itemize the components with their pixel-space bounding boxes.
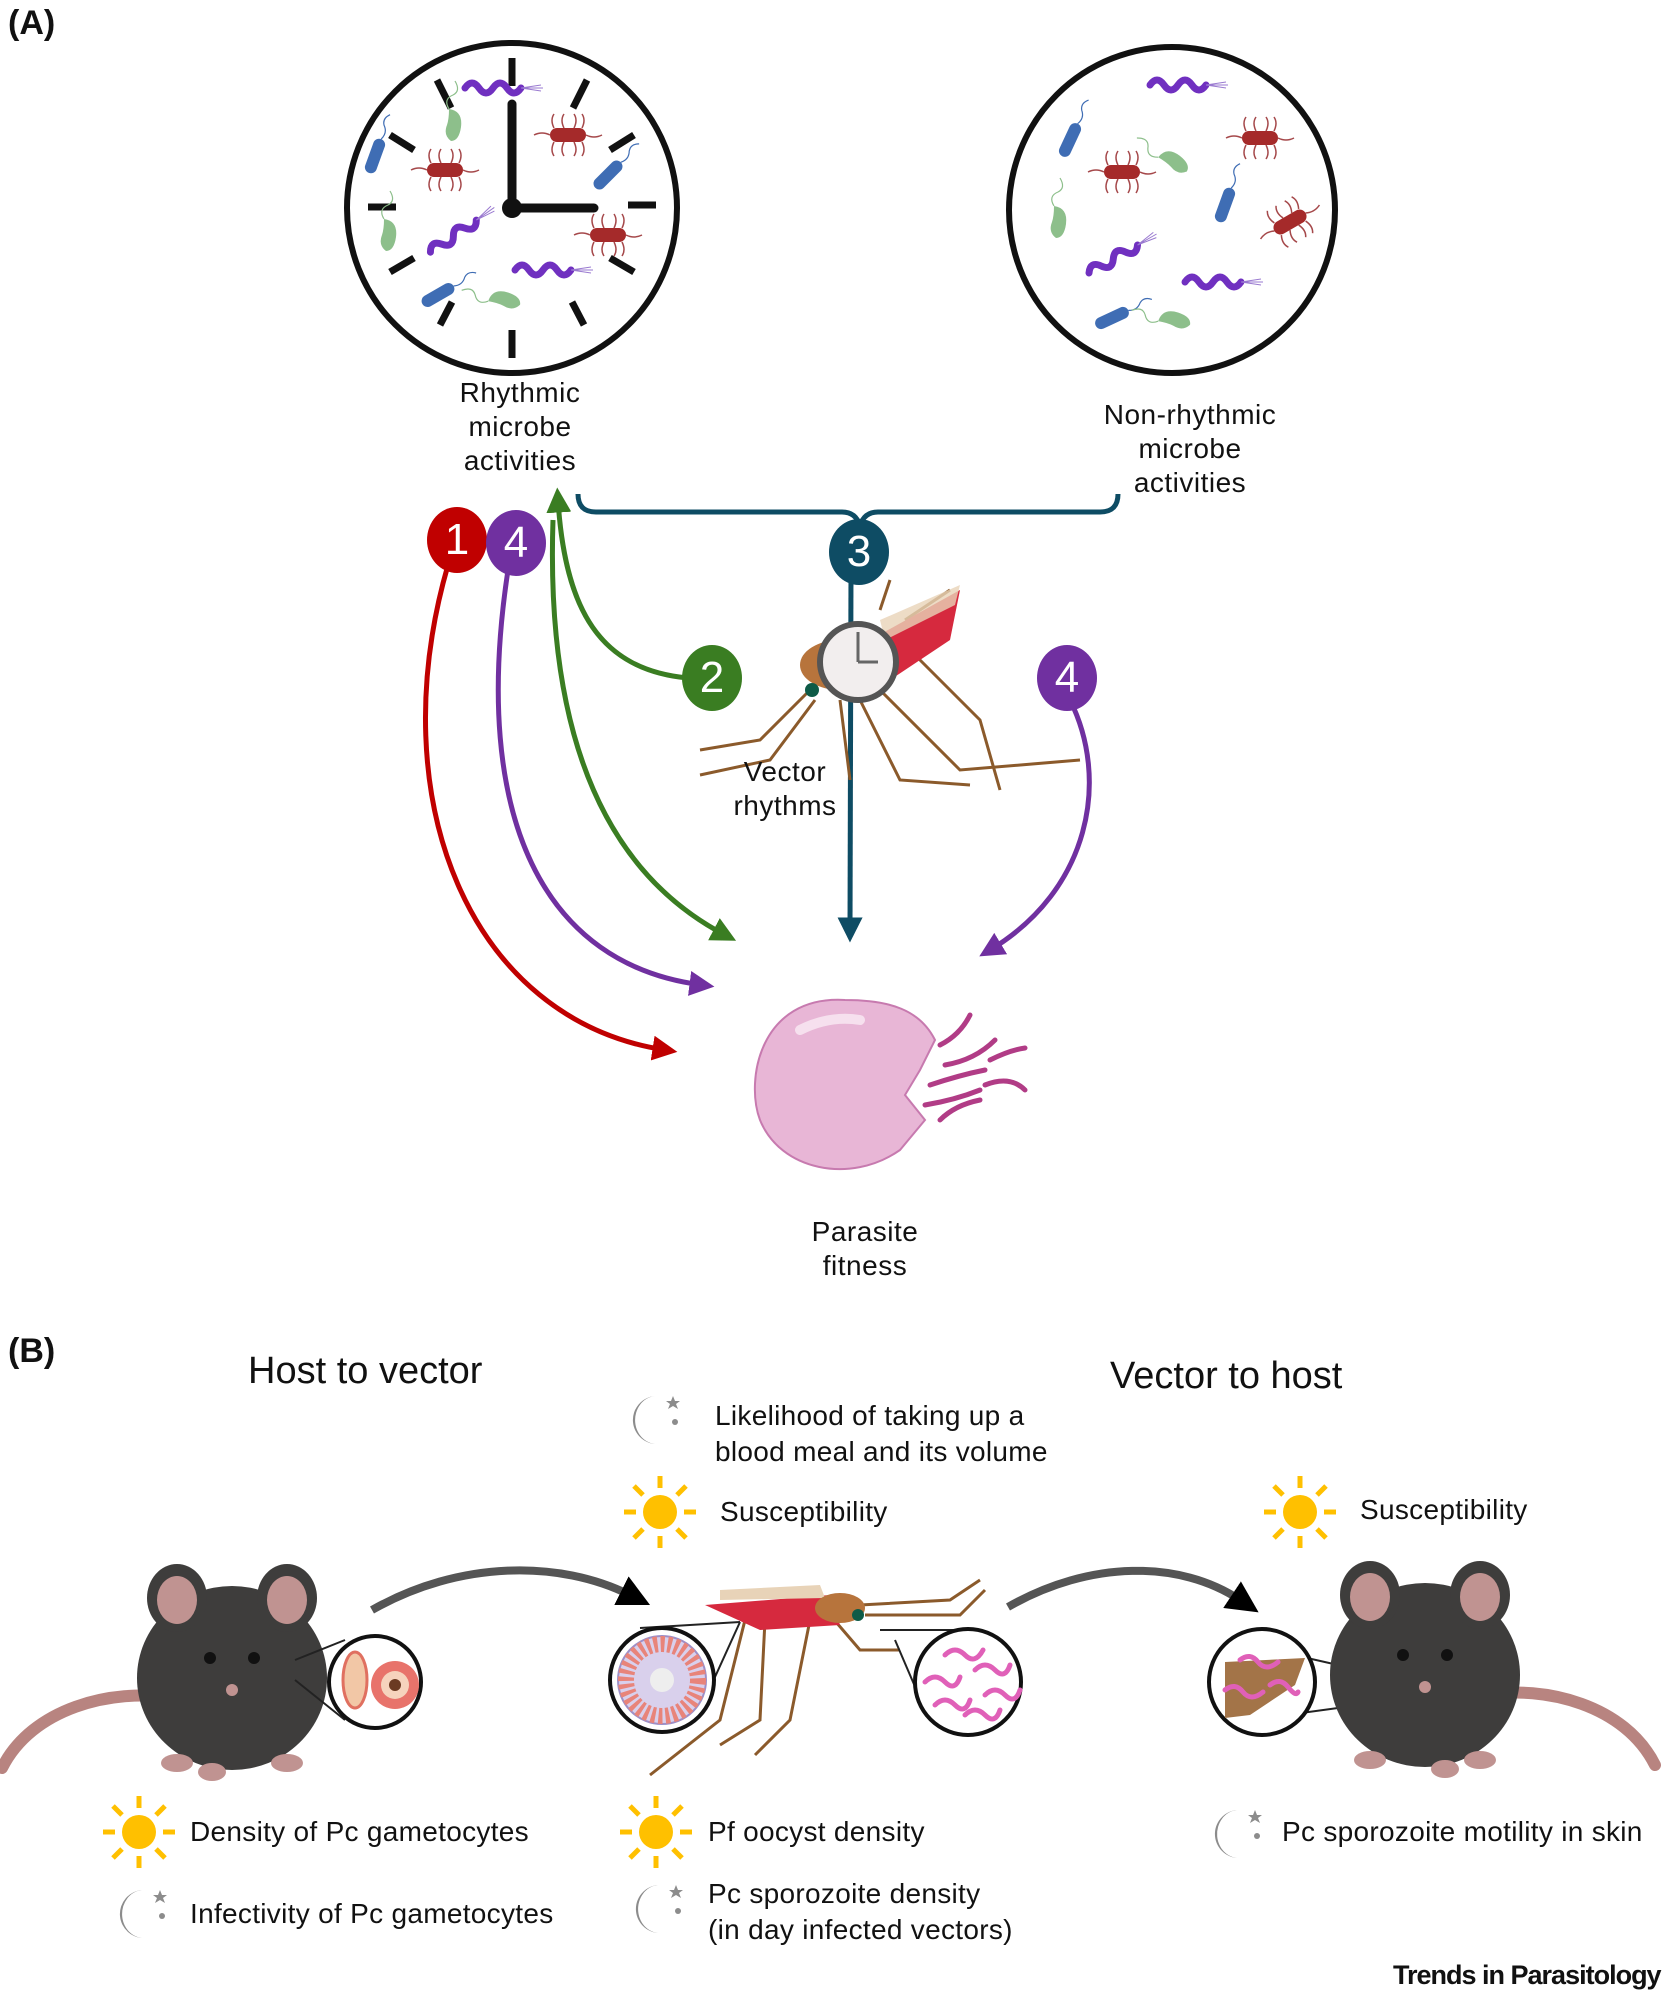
- moon-icon-blood-meal: [632, 1396, 680, 1445]
- mouse-host-right-icon: [1330, 1561, 1655, 1778]
- sun-icon-oocyst-density: [620, 1796, 692, 1868]
- journal-name: Trends in Parasitology: [1393, 1960, 1662, 1990]
- oocyst-inset-icon: [608, 1621, 741, 1734]
- caption-line: Rhythmic: [459, 377, 581, 408]
- caption-line: fitness: [822, 1250, 908, 1281]
- fact-line: Pc sporozoite density: [708, 1878, 981, 1909]
- microbiome-circle-icon: [1006, 44, 1338, 376]
- parasite-cell-icon: [753, 998, 1028, 1171]
- blood-cell-inset-icon: [294, 1634, 423, 1730]
- fact-gametocyte-density: Density of Pc gametocytes: [190, 1816, 529, 1847]
- moon-icon-gametocyte-infectivity: [119, 1890, 167, 1939]
- sun-icon-gametocyte-density: [103, 1796, 175, 1868]
- arrow-4-left-purple: [495, 569, 715, 996]
- fact-sporozoite-density: Pc sporozoite density (in day infected v…: [708, 1876, 1013, 1948]
- badge-number: 1: [444, 515, 470, 564]
- caption-line: microbe: [468, 411, 572, 442]
- vector-to-host-title: Vector to host: [1110, 1355, 1343, 1397]
- sun-icon-host-susceptibility: [1264, 1476, 1336, 1548]
- caption-line: Non-rhythmic: [1103, 399, 1277, 430]
- arrow-4-right-purple: [979, 698, 1092, 957]
- caption-line: activities: [1133, 467, 1247, 498]
- mosquito-vector-icon: [649, 1578, 987, 1777]
- badge-4-right: 4: [1037, 645, 1097, 711]
- moon-icon-sporozoite-motility: [1214, 1810, 1262, 1859]
- badge-number: 2: [699, 653, 725, 702]
- badge-number: 3: [846, 527, 872, 576]
- fact-line: blood meal and its volume: [715, 1436, 1048, 1467]
- fact-gametocyte-infectivity: Infectivity of Pc gametocytes: [190, 1898, 554, 1929]
- arrow-2-green-down: [549, 519, 737, 941]
- fact-line: (in day infected vectors): [708, 1914, 1013, 1945]
- mosquito-clock-icon: [699, 579, 1081, 791]
- arrow-1-red: [422, 564, 678, 1061]
- moon-icon-sporozoite-density: [635, 1885, 683, 1934]
- clock-microbiome-icon: [344, 40, 680, 376]
- badge-number: 4: [1054, 653, 1080, 702]
- sun-icon-vector-susceptibility: [624, 1476, 696, 1548]
- arrow-vector-to-host: [1006, 1566, 1259, 1613]
- parasite-fitness-caption: Parasite fitness: [780, 1215, 950, 1283]
- badge-1: 1: [427, 507, 487, 573]
- arrow-2-green-up: [546, 487, 689, 681]
- badge-3: 3: [829, 519, 889, 585]
- fact-vector-susceptibility: Susceptibility: [720, 1496, 888, 1527]
- fact-blood-meal: Likelihood of taking up a blood meal and…: [715, 1398, 1048, 1470]
- mouse-host-left-icon: [2, 1564, 327, 1781]
- panel-b-label: (B): [8, 1332, 56, 1370]
- sporozoite-inset-icon: [880, 1627, 1023, 1737]
- fact-line: Likelihood of taking up a: [715, 1400, 1025, 1431]
- badge-4-left: 4: [486, 510, 546, 576]
- caption-line: microbe: [1138, 433, 1242, 464]
- caption-line: Vector: [743, 756, 827, 787]
- fact-sporozoite-motility: Pc sporozoite motility in skin: [1282, 1816, 1643, 1847]
- caption-line: rhythms: [733, 790, 837, 821]
- caption-line: Parasite: [811, 1216, 919, 1247]
- arrow-host-to-vector: [370, 1566, 651, 1614]
- nonrhythmic-microbe-caption: Non-rhythmic microbe activities: [1075, 398, 1305, 500]
- caption-line: activities: [463, 445, 577, 476]
- vector-rhythms-caption: Vector rhythms: [715, 755, 855, 823]
- panel-a-label: (A): [8, 4, 56, 42]
- fact-oocyst-density: Pf oocyst density: [708, 1816, 925, 1847]
- rhythmic-microbe-caption: Rhythmic microbe activities: [420, 376, 620, 478]
- fact-host-susceptibility: Susceptibility: [1360, 1494, 1528, 1525]
- badge-2: 2: [682, 645, 742, 711]
- badge-number: 4: [503, 518, 529, 567]
- host-to-vector-title: Host to vector: [248, 1350, 483, 1392]
